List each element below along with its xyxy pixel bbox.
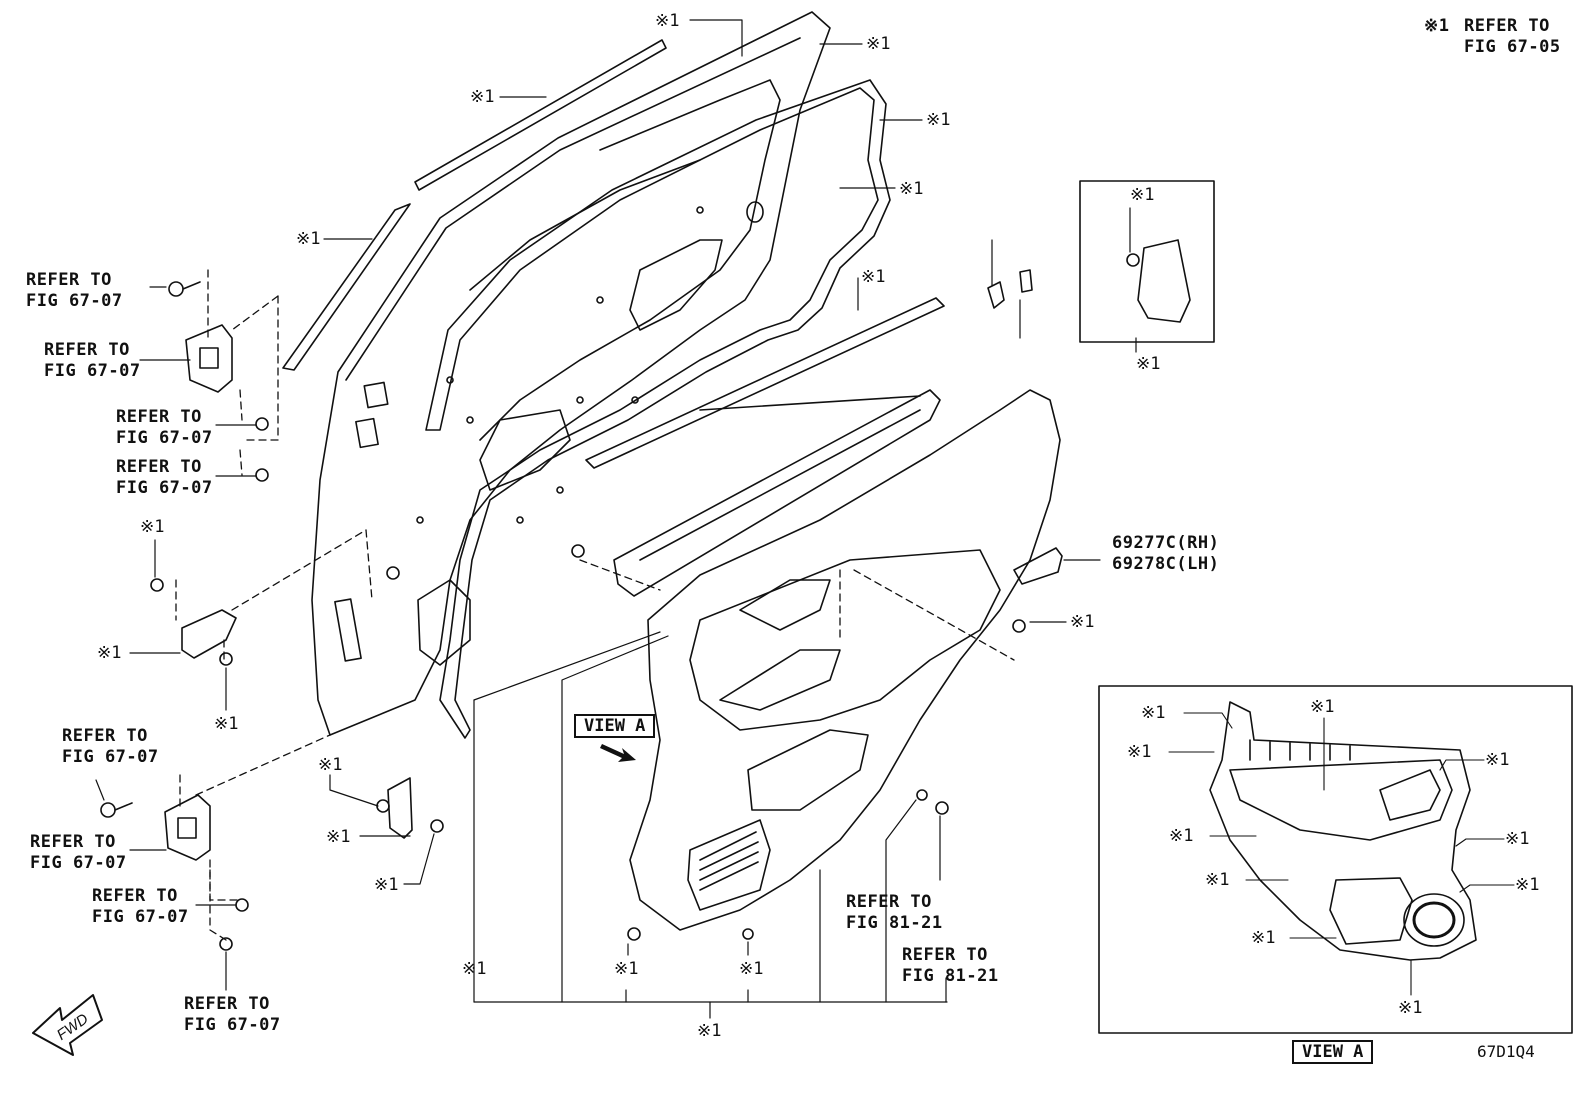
view-a-trim-back — [1210, 702, 1476, 960]
door-trim-board — [630, 390, 1060, 930]
inset-box-cover — [1080, 181, 1214, 342]
refer-fig-67-07: FIG 67-07 — [184, 1015, 281, 1035]
part-number-lh: 69278C(LH) — [1112, 554, 1220, 574]
door-check — [182, 610, 236, 658]
refer-fig-67-07: REFER TO — [30, 832, 116, 852]
refer-fig-67-07: FIG 67-07 — [92, 907, 189, 927]
refer-fig-67-07: REFER TO — [62, 726, 148, 746]
view-a-callout-mark: ※1 — [1398, 998, 1423, 1018]
legend-mark: ※1 — [1424, 16, 1450, 36]
callout-mark: ※1 — [899, 179, 924, 199]
callout-mark: ※1 — [296, 229, 321, 249]
view-a-marker: VIEW A — [574, 714, 656, 738]
refer-fig-67-07: FIG 67-07 — [116, 478, 213, 498]
callout-mark: ※1 — [462, 959, 487, 979]
callout-mark: ※1 — [97, 643, 122, 663]
view-a-callout-mark: ※1 — [1169, 826, 1194, 846]
fwd-arrow-icon: FWD — [33, 995, 102, 1055]
diagram-code: 67D1Q4 — [1477, 1042, 1535, 1061]
callout-mark: ※1 — [318, 755, 343, 775]
bottom-leader-tree — [474, 632, 947, 1018]
legend-refer-line1: REFER TO — [1464, 16, 1550, 36]
view-a-callout-mark: ※1 — [1251, 928, 1276, 948]
callout-mark: ※1 — [697, 1021, 722, 1041]
armrest-base — [614, 390, 940, 596]
callout-mark: ※1 — [1130, 185, 1155, 205]
refer-fig-67-07: REFER TO — [92, 886, 178, 906]
cover-piece — [1138, 240, 1190, 322]
view-a-callout-mark: ※1 — [1515, 875, 1540, 895]
view-a-inset-box — [1099, 686, 1572, 1033]
callout-mark: ※1 — [1070, 612, 1095, 632]
callout-mark: ※1 — [614, 959, 639, 979]
view-a-callout-mark: ※1 — [1127, 742, 1152, 762]
legend-refer-line2: FIG 67-05 — [1464, 37, 1561, 57]
refer-fig-67-07: REFER TO — [184, 994, 270, 1014]
belt-moulding-outer — [415, 40, 666, 190]
view-a-callout-mark: ※1 — [1205, 870, 1230, 890]
refer-fig-67-07: FIG 67-07 — [62, 747, 159, 767]
refer-fig-67-07: FIG 67-07 — [44, 361, 141, 381]
refer-fig-81-21: FIG 81-21 — [846, 913, 943, 933]
callout-mark: ※1 — [861, 267, 886, 287]
refer-fig-81-21: REFER TO — [902, 945, 988, 965]
callout-mark: ※1 — [470, 87, 495, 107]
refer-fig-67-07: FIG 67-07 — [26, 291, 123, 311]
callout-mark: ※1 — [866, 34, 891, 54]
callout-mark: ※1 — [374, 875, 399, 895]
callout-mark: ※1 — [739, 959, 764, 979]
callout-mark: ※1 — [214, 714, 239, 734]
callout-mark: ※1 — [1136, 354, 1161, 374]
view-a-callout-mark: ※1 — [1141, 703, 1166, 723]
lower-hinge — [165, 795, 210, 860]
view-a-arrow-icon — [600, 744, 636, 762]
refer-fig-67-07: REFER TO — [116, 407, 202, 427]
refer-fig-67-07: REFER TO — [116, 457, 202, 477]
trim-clip-garnish — [1014, 548, 1062, 584]
door-weatherstrip — [426, 80, 890, 738]
callout-mark: ※1 — [326, 827, 351, 847]
door-inner-panel — [312, 12, 830, 735]
view-a-callout-mark: ※1 — [1505, 829, 1530, 849]
refer-fig-67-07: REFER TO — [26, 270, 112, 290]
belt-moulding-inner — [586, 298, 944, 468]
callout-mark: ※1 — [655, 11, 680, 31]
svg-text:FWD: FWD — [54, 1010, 92, 1044]
refer-fig-67-07: FIG 67-07 — [116, 428, 213, 448]
frame-garnish — [283, 204, 410, 370]
view-a-title: VIEW A — [1292, 1040, 1374, 1064]
bracket — [388, 778, 412, 838]
refer-fig-67-07: FIG 67-07 — [30, 853, 127, 873]
callout-mark: ※1 — [140, 517, 165, 537]
callout-mark: ※1 — [926, 110, 951, 130]
refer-fig-67-07: REFER TO — [44, 340, 130, 360]
view-a-callout-mark: ※1 — [1485, 750, 1510, 770]
view-a-callout-mark: ※1 — [1310, 697, 1335, 717]
fasteners — [101, 254, 1139, 950]
refer-fig-81-21: REFER TO — [846, 892, 932, 912]
refer-fig-81-21: FIG 81-21 — [902, 966, 999, 986]
upper-hinge — [186, 325, 232, 392]
part-number-rh: 69277C(RH) — [1112, 533, 1220, 553]
